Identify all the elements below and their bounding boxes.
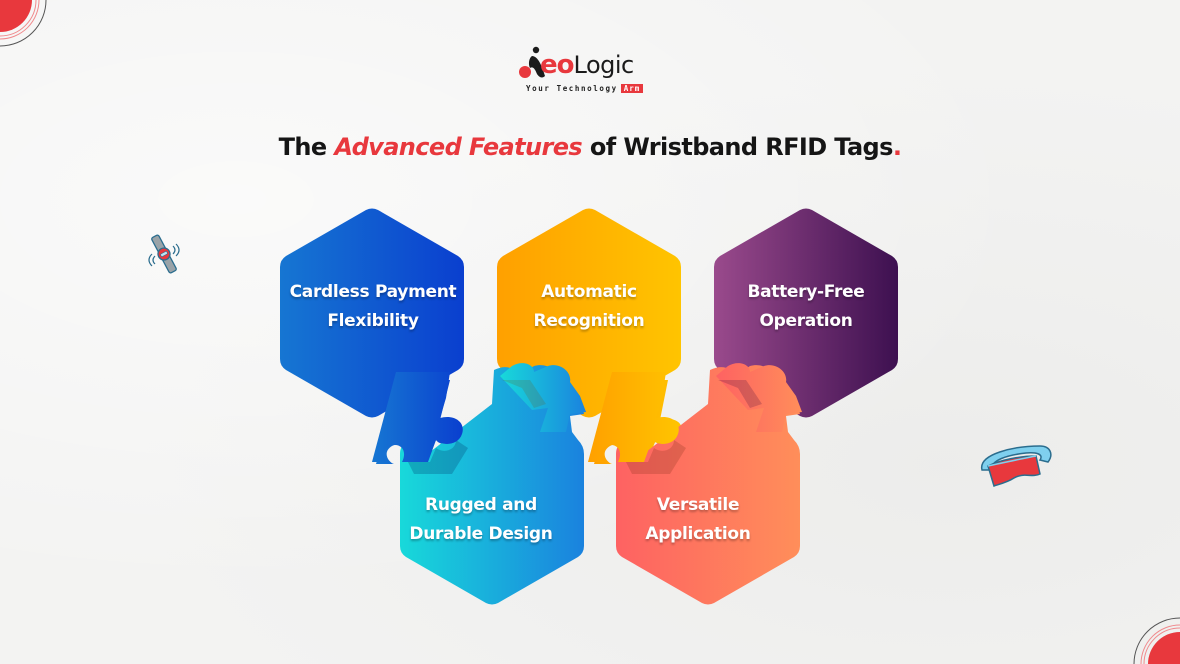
connector-cardless-to-rugged — [372, 372, 463, 462]
label-line-1: Rugged and — [425, 495, 537, 515]
tagline-badge: Arm — [620, 84, 644, 93]
logo-tagline: Your Technology Arm — [526, 84, 644, 93]
connector-automatic-to-versatile — [588, 372, 679, 462]
label-line-2: Recognition — [533, 311, 645, 331]
connector-rugged-to-automatic — [500, 363, 586, 432]
feature-label-automatic: Automatic Recognition — [479, 278, 699, 336]
logo-text-accent: eo — [540, 50, 574, 80]
hexagon-rugged-durable — [400, 365, 584, 605]
feature-label-versatile: Versatile Application — [588, 491, 808, 549]
label-line-2: Operation — [759, 311, 853, 331]
hexagon-versatile-application — [616, 365, 800, 605]
label-line-1: Automatic — [541, 282, 637, 302]
tagline-text: Your Technology — [526, 84, 618, 93]
page-title: The Advanced Features of Wristband RFID … — [0, 133, 1180, 161]
logo-text-suffix: Logic — [573, 51, 635, 79]
feature-label-rugged: Rugged and Durable Design — [371, 491, 591, 549]
label-line-2: Durable Design — [409, 524, 553, 544]
logo-mark-icon — [519, 46, 545, 78]
feature-label-cardless: Cardless Payment Flexibility — [263, 278, 483, 336]
corner-decoration-bottom-right — [1133, 617, 1180, 664]
label-line-1: Cardless Payment — [289, 282, 457, 302]
title-accent: Advanced Features — [334, 133, 583, 161]
aeologic-logo: eo Logic Your Technology Arm — [518, 44, 663, 98]
label-line-1: Battery-Free — [747, 282, 865, 302]
wristband-rfid-icon — [148, 234, 180, 274]
title-part-2: of Wristband RFID Tags — [582, 133, 894, 161]
fabric-wristband-icon — [981, 445, 1052, 487]
connector-versatile-to-battery — [716, 363, 802, 432]
title-part-1: The — [278, 133, 335, 161]
label-line-1: Versatile — [656, 495, 740, 515]
title-dot: . — [892, 133, 902, 161]
label-line-2: Flexibility — [327, 311, 419, 331]
corner-decoration-top-left — [0, 0, 47, 47]
feature-label-battery: Battery-Free Operation — [696, 278, 916, 336]
label-line-2: Application — [645, 524, 751, 544]
